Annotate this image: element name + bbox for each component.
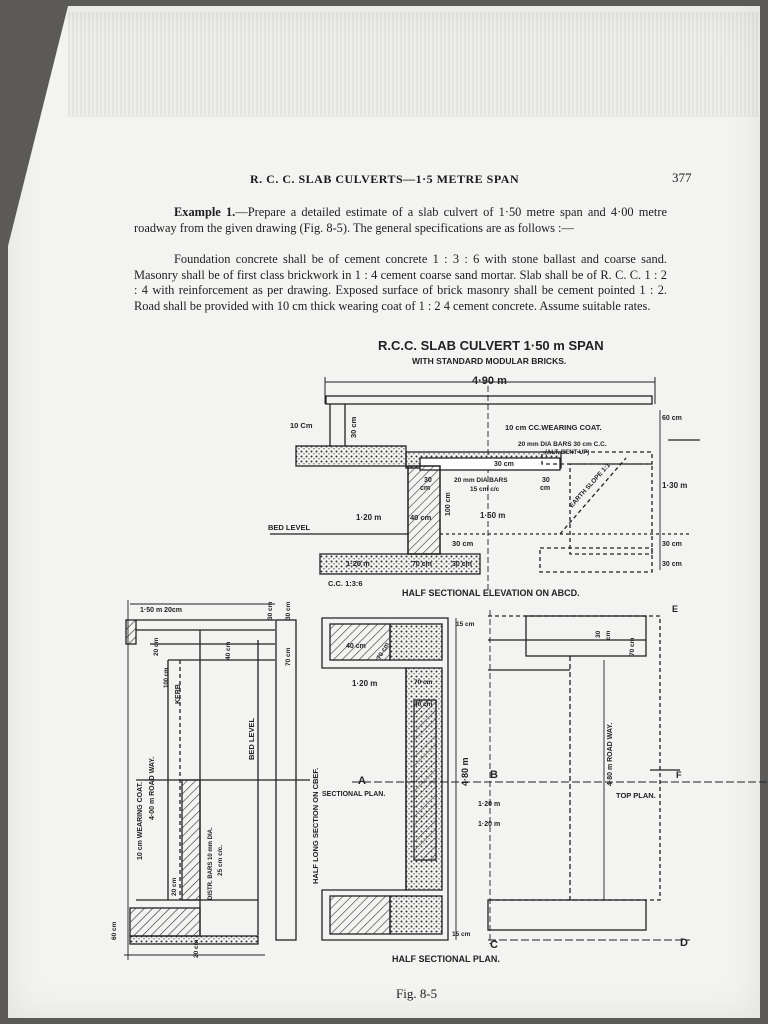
elev-overall-width: 4·90 m (472, 375, 507, 387)
plan-point-b: B (490, 769, 498, 781)
ls-dim-top: 1·50 m 20cm (140, 607, 182, 614)
plan-dim-15cm-bottom: 15 cm (452, 931, 471, 938)
plan-dim-120m-b: 1·20 m (478, 801, 500, 808)
example-body: —Prepare a detailed estimate of a slab c… (134, 205, 668, 235)
elev-dim-cm-a: cm (420, 485, 430, 492)
plan-top-roadway: 4·80 m ROAD WAY. (607, 723, 614, 786)
ls-road-way: 4·00 m ROAD WAY. (149, 757, 156, 820)
page-sheet (8, 6, 760, 1018)
drawing-title: R.C.C. SLAB CULVERT 1·50 m SPAN (378, 338, 604, 353)
plan-point-d: D (680, 937, 688, 949)
elev-dim-150m: 1·50 m (480, 511, 505, 520)
elev-dim-10cm: 10 Cm (290, 421, 313, 430)
plan-dim-120m: 1·20 m (352, 679, 377, 688)
elev-bars-top: 20 mm DIA BARS 30 cm C.C. (518, 441, 607, 448)
elev-dim-120m-found: 1·20 m (346, 559, 370, 568)
ls-dim-30cm-b: 30 cm (285, 601, 292, 620)
elev-dim-30cm-mid: 30 cm (452, 539, 474, 548)
page-number: 377 (672, 170, 692, 185)
elev-bed-level: BED LEVEL (268, 523, 311, 532)
running-head: R. C. C. SLAB CULVERTS—1·5 METRE SPAN (250, 172, 520, 186)
elev-dim-130m: 1·30 m (662, 481, 687, 490)
figure-caption: Fig. 8-5 (396, 986, 438, 1001)
ls-dim-60cm: 60 cm (111, 921, 118, 940)
elev-dim-120m: 1·20 m (356, 513, 381, 522)
example-label: Example 1. (174, 205, 236, 219)
elev-dim-30a: 30 (424, 477, 432, 484)
half-sectional-elevation (270, 377, 700, 590)
plan-caption: HALF SECTIONAL PLAN. (392, 954, 500, 964)
elev-dim-cm-b: cm (540, 485, 550, 492)
plan-point-a: A (358, 775, 366, 787)
elev-earth-slope: EARTH SLOPE 1:1 (568, 462, 612, 510)
plan-dim-70cm-b: 70 cm (414, 679, 433, 686)
elev-dim-30b: 30 (542, 477, 550, 484)
ls-dim-20cm: 20 cm (153, 637, 160, 656)
elev-dim-100cm: 100 cm (445, 492, 452, 516)
plan-dim-40cm: 40 cm (346, 643, 366, 650)
elev-caption: HALF SECTIONAL ELEVATION ON ABCD. (402, 588, 580, 598)
elev-dim-30cm-found: 30 cm (452, 561, 472, 568)
elev-dim-30cm-r1: 30 cm (662, 541, 682, 548)
elev-wearing-coat: 10 cm CC.WEARING COAT. (505, 423, 602, 432)
plan-top-dim-30: 30 (595, 630, 602, 638)
ls-bar-spacing: 25 cm c/c. (217, 845, 224, 876)
plan-dim-40cm-b: 40 cm (414, 701, 433, 708)
elev-bars-bottom-1: 20 mm DIA BARS (454, 477, 508, 484)
ls-title: HALF LONG SECTION ON CBEF. (311, 768, 320, 884)
elev-dim-30cm-left: 30 cm (349, 416, 358, 438)
ls-wearing-coat: 10 cm WEARING COAT. (137, 782, 144, 860)
elev-dim-70cm: 70 cm (412, 561, 432, 568)
plan-top-dim-cm: cm (605, 630, 612, 640)
elev-cc-mix: C.C. 1:3:6 (328, 579, 363, 588)
elev-dim-30cm-r2: 30 cm (662, 561, 682, 568)
drawing-subtitle: WITH STANDARD MODULAR BRICKS. (412, 356, 566, 366)
elev-bars-bottom-2: 15 cm c/c (470, 486, 500, 493)
plan-dim-480m: 4·80 m (460, 757, 470, 786)
plan-point-c: C (490, 939, 498, 951)
scan-shading (68, 12, 758, 117)
plan-point-f: F (676, 770, 682, 780)
ls-distr-bars: DISTR. BARS 10 mm DIA. (208, 827, 214, 900)
ls-bed-level: BED LEVEL (247, 717, 256, 760)
ls-dim-40cm: 40 cm (225, 641, 232, 660)
plan-top-plan-label: TOP PLAN. (616, 791, 656, 800)
elev-dim-60cm: 60 cm (662, 415, 682, 422)
elev-dim-30cm-slab: 30 cm (494, 461, 514, 468)
plan-top-dim-70cm: 70 cm (629, 637, 636, 656)
ls-dim-100cm: 100 cm (164, 668, 170, 688)
plan-dim-120m-c: 1·20 m (478, 821, 500, 828)
ls-dim-30cm-a: 30 cm (267, 601, 274, 620)
example-paragraph: Example 1.—Prepare a detailed estimate o… (134, 205, 667, 236)
plan-point-e: E (672, 604, 678, 614)
specification-paragraph: Foundation concrete shall be of cement c… (134, 252, 667, 313)
half-sectional-plan (321, 610, 768, 944)
plan-dim-15cm-top: 15 cm (456, 621, 475, 628)
elev-dim-40cm: 40 cm (410, 513, 432, 522)
ls-dim-20cm-foot: 20 cm (193, 939, 200, 958)
plan-sectional-label: SECTIONAL PLAN. (322, 791, 385, 798)
half-long-section (124, 600, 310, 960)
elev-bars-alt: (ALT. BENT UP) (545, 450, 589, 456)
ls-dim-20cm-bottom: 20 cm (171, 877, 178, 896)
ls-dim-70cm: 70 cm (285, 647, 292, 666)
ls-kerb: KERB (175, 684, 182, 704)
